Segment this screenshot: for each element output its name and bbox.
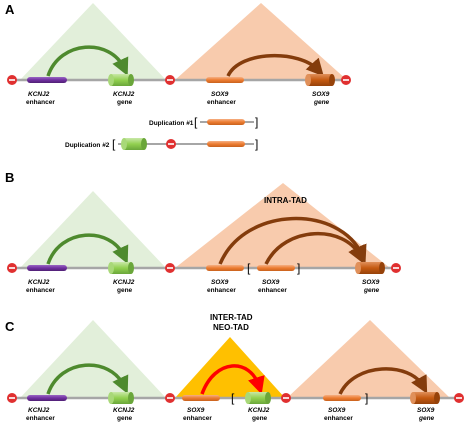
kcnj2-enhancer-label-gene: KCNJ2 bbox=[28, 279, 50, 286]
sox9-enhancer-element bbox=[206, 265, 244, 271]
kcnj2-enhancer-element bbox=[27, 395, 67, 401]
svg-text:]: ] bbox=[255, 137, 258, 151]
ctcf-boundary-icon bbox=[454, 393, 464, 403]
sox9-gene-label-gene: SOX9 bbox=[362, 279, 380, 286]
sox9-interaction-arrow bbox=[338, 367, 428, 395]
sox9-interaction-arrow bbox=[218, 216, 367, 265]
sox9-gene-element bbox=[355, 262, 385, 274]
ctcf-boundary-icon bbox=[391, 263, 401, 273]
kcnj2-interaction-arrow bbox=[46, 363, 129, 395]
sox9-enhancer-label-type: enhancer bbox=[207, 287, 236, 294]
ctcf-boundary-icon bbox=[7, 263, 17, 273]
sox9-enhancer-dup-label-gene: SOX9 bbox=[262, 279, 280, 286]
neo-tad-interaction-arrow bbox=[200, 364, 265, 395]
sox9-enhancer-element bbox=[207, 141, 245, 147]
svg-text:[: [ bbox=[112, 137, 116, 151]
sox9-tad-triangle bbox=[175, 3, 347, 80]
sox9-enhancer-label-type: enhancer bbox=[324, 415, 353, 422]
kcnj2-gene-dup-element bbox=[245, 392, 271, 404]
sox9-enhancer-dup-label-type: enhancer bbox=[183, 415, 212, 422]
sox9-gene-label-gene: SOX9 bbox=[312, 91, 330, 98]
kcnj2-enhancer-label-gene: KCNJ2 bbox=[28, 407, 50, 414]
panel-b: B INTRA-TAD [ ] KCNJ2 enhancer KCNJ2 gen… bbox=[5, 170, 401, 294]
sox9-enhancer-dup-label-type: enhancer bbox=[258, 287, 287, 294]
inter-tad-title: INTER-TAD bbox=[210, 313, 253, 322]
svg-text:[: [ bbox=[231, 391, 235, 405]
kcnj2-tad-triangle bbox=[20, 320, 166, 398]
sox9-enhancer-dup-element bbox=[182, 395, 220, 401]
kcnj2-gene-label-gene: KCNJ2 bbox=[113, 407, 135, 414]
sox9-enhancer-element bbox=[207, 119, 245, 125]
kcnj2-interaction-arrow bbox=[46, 45, 129, 77]
ctcf-boundary-icon bbox=[165, 393, 175, 403]
duplication-1: Duplication #1 [ ] bbox=[149, 115, 258, 129]
kcnj2-gene-element bbox=[108, 262, 134, 274]
kcnj2-interaction-arrow bbox=[46, 233, 129, 265]
sox9-enhancer-label-type: enhancer bbox=[207, 99, 236, 106]
sox9-gene-label-gene: SOX9 bbox=[417, 407, 435, 414]
panel-a-letter: A bbox=[5, 2, 15, 17]
sox9-gene-element bbox=[305, 74, 335, 86]
svg-text:[: [ bbox=[194, 115, 198, 129]
sox9-enhancer-label-gene: SOX9 bbox=[211, 91, 229, 98]
sox9-enhancer-dup-label-gene: SOX9 bbox=[187, 407, 205, 414]
kcnj2-enhancer-element bbox=[27, 265, 67, 271]
kcnj2-gene-element bbox=[121, 138, 147, 150]
sox9-enhancer-element bbox=[323, 395, 361, 401]
svg-text:]: ] bbox=[365, 391, 368, 405]
svg-text:]: ] bbox=[297, 261, 300, 275]
kcnj2-gene-label-type: gene bbox=[117, 415, 133, 422]
sox9-dup-interaction-arrow bbox=[264, 232, 365, 265]
ctcf-boundary-icon bbox=[7, 75, 17, 85]
sox9-enhancer-label-gene: SOX9 bbox=[328, 407, 346, 414]
sox9-enhancer-dup-element bbox=[257, 265, 295, 271]
kcnj2-enhancer-element bbox=[27, 77, 67, 83]
svg-text:]: ] bbox=[255, 115, 258, 129]
kcnj2-enhancer-label-type: enhancer bbox=[26, 415, 55, 422]
svg-text:[: [ bbox=[247, 261, 251, 275]
ctcf-boundary-icon bbox=[166, 139, 176, 149]
kcnj2-gene-label-type: gene bbox=[117, 99, 133, 106]
sox9-gene-label-type: gene bbox=[363, 287, 380, 294]
panel-b-letter: B bbox=[5, 170, 14, 185]
ctcf-boundary-icon bbox=[7, 393, 17, 403]
ctcf-boundary-icon bbox=[165, 75, 175, 85]
ctcf-boundary-icon bbox=[281, 393, 291, 403]
kcnj2-tad-triangle bbox=[20, 191, 166, 268]
duplication-1-label: Duplication #1 bbox=[149, 120, 194, 127]
kcnj2-gene-dup-label-gene: KCNJ2 bbox=[248, 407, 270, 414]
intra-tad-title: INTRA-TAD bbox=[264, 196, 307, 205]
sox9-gene-label-type: gene bbox=[313, 99, 330, 106]
kcnj2-gene-label-gene: KCNJ2 bbox=[113, 91, 135, 98]
sox9-enhancer-label-gene: SOX9 bbox=[211, 279, 229, 286]
sox9-gene-element bbox=[410, 392, 440, 404]
neo-tad-title: NEO-TAD bbox=[213, 323, 249, 332]
panel-c-letter: C bbox=[5, 319, 15, 334]
sox9-gene-label-type: gene bbox=[418, 415, 435, 422]
ctcf-boundary-icon bbox=[341, 75, 351, 85]
kcnj2-gene-element bbox=[108, 74, 134, 86]
kcnj2-gene-label-gene: KCNJ2 bbox=[113, 279, 135, 286]
kcnj2-tad-triangle bbox=[20, 3, 166, 80]
sox9-tad-triangle bbox=[287, 320, 450, 398]
panel-c: C INTER-TAD NEO-TAD [ ] bbox=[5, 313, 464, 422]
kcnj2-enhancer-label-gene: KCNJ2 bbox=[28, 91, 50, 98]
duplication-2-label: Duplication #2 bbox=[65, 142, 110, 149]
sox9-enhancer-element bbox=[206, 77, 244, 83]
kcnj2-gene-element bbox=[108, 392, 134, 404]
kcnj2-gene-dup-label-type: gene bbox=[252, 415, 268, 422]
kcnj2-enhancer-label-type: enhancer bbox=[26, 287, 55, 294]
panel-a: A KCNJ2 enhancer KCNJ2 gene SOX9 enhance… bbox=[5, 2, 351, 151]
sox9-interaction-arrow bbox=[226, 53, 324, 77]
duplication-2: Duplication #2 [ ] bbox=[65, 137, 258, 151]
kcnj2-gene-label-type: gene bbox=[117, 287, 133, 294]
kcnj2-enhancer-label-type: enhancer bbox=[26, 99, 55, 106]
ctcf-boundary-icon bbox=[165, 263, 175, 273]
